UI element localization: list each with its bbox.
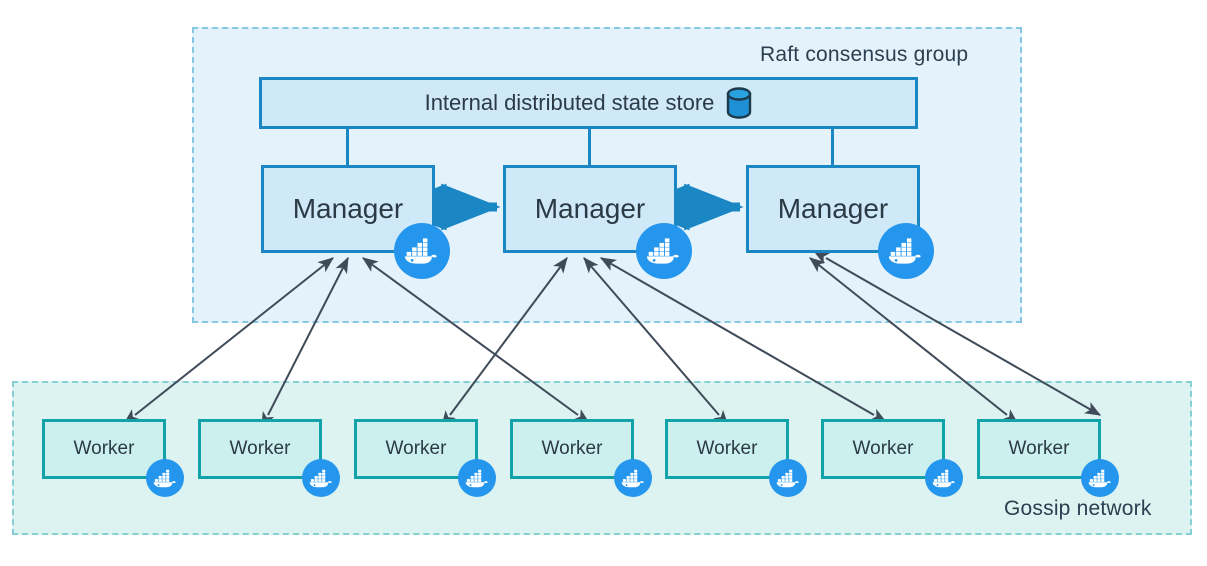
worker-node-2-label: Worker xyxy=(229,438,291,459)
docker-whale-icon-manager-1 xyxy=(394,223,450,279)
worker-node-3[interactable]: Worker xyxy=(354,419,478,479)
worker-node-5[interactable]: Worker xyxy=(665,419,789,479)
docker-whale-icon-worker-3 xyxy=(458,459,496,497)
manager-node-1-label: Manager xyxy=(292,193,404,224)
worker-node-4-label: Worker xyxy=(541,438,603,459)
database-cylinder-icon xyxy=(726,87,752,119)
docker-whale-icon-worker-6 xyxy=(925,459,963,497)
docker-whale-icon-manager-2 xyxy=(636,223,692,279)
worker-node-1[interactable]: Worker xyxy=(42,419,166,479)
manager-node-2-label: Manager xyxy=(534,193,646,224)
worker-node-7[interactable]: Worker xyxy=(977,419,1101,479)
worker-node-1-label: Worker xyxy=(73,438,135,459)
worker-node-5-label: Worker xyxy=(696,438,758,459)
connector-store-to-manager-3 xyxy=(831,128,834,166)
worker-node-4[interactable]: Worker xyxy=(510,419,634,479)
internal-state-store-box[interactable]: Internal distributed state store xyxy=(259,77,918,129)
docker-whale-icon-worker-4 xyxy=(614,459,652,497)
raft-consensus-group-label: Raft consensus group xyxy=(760,43,969,66)
docker-whale-icon-worker-5 xyxy=(769,459,807,497)
worker-node-2[interactable]: Worker xyxy=(198,419,322,479)
docker-whale-icon-worker-1 xyxy=(146,459,184,497)
gossip-network-label: Gossip network xyxy=(1004,497,1152,520)
worker-node-6[interactable]: Worker xyxy=(821,419,945,479)
connector-store-to-manager-2 xyxy=(588,128,591,166)
manager-node-3-label: Manager xyxy=(777,193,889,224)
worker-node-7-label: Worker xyxy=(1008,438,1070,459)
docker-whale-icon-manager-3 xyxy=(878,223,934,279)
docker-whale-icon-worker-2 xyxy=(302,459,340,497)
internal-state-store-label: Internal distributed state store xyxy=(424,90,715,115)
worker-node-6-label: Worker xyxy=(852,438,914,459)
connector-store-to-manager-1 xyxy=(346,128,349,166)
docker-whale-icon-worker-7 xyxy=(1081,459,1119,497)
worker-node-3-label: Worker xyxy=(385,438,447,459)
